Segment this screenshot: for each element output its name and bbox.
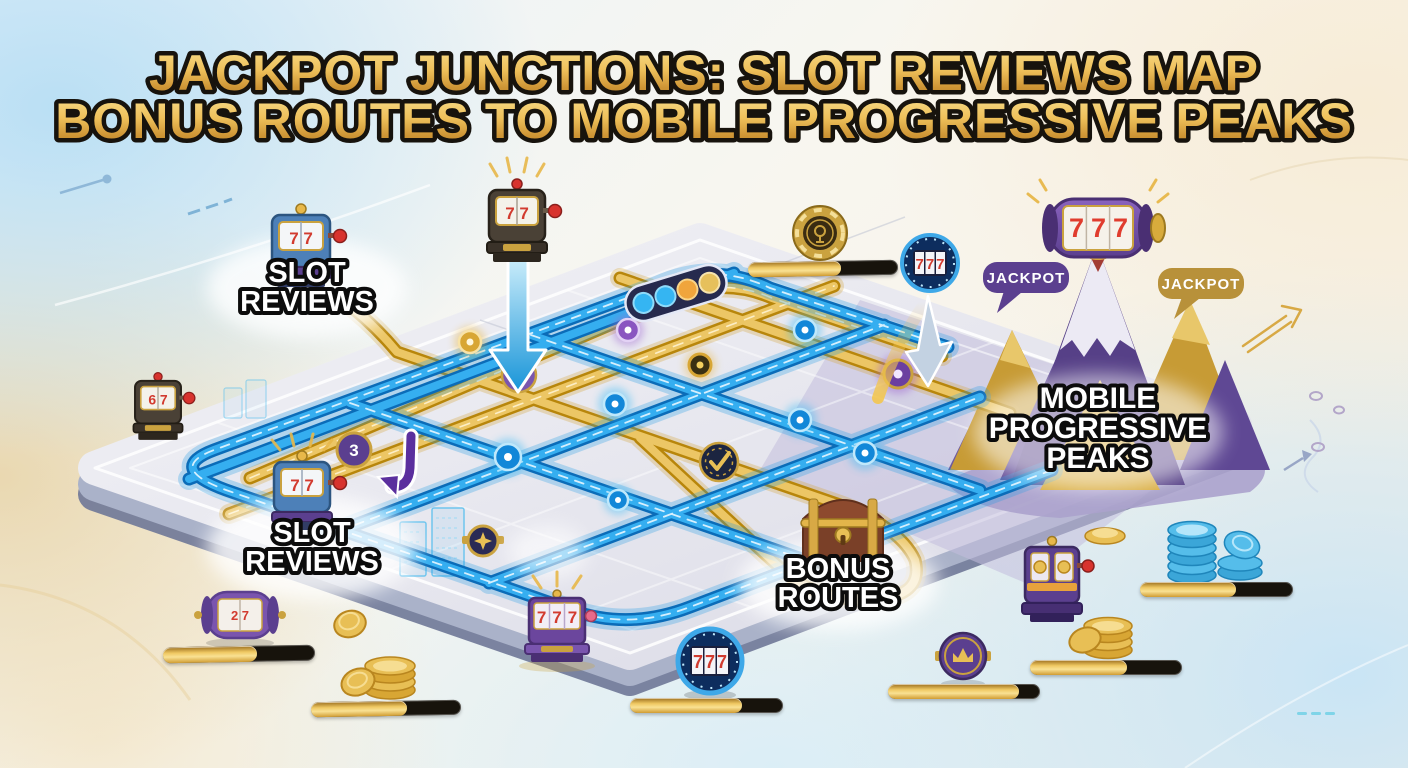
traffic-light-icon	[624, 263, 728, 323]
gold-arrow-icon	[1241, 304, 1303, 354]
progress-bar-fill	[1140, 582, 1237, 597]
badge-777-bottom-text: 777	[693, 652, 729, 672]
drum-777-text: 777	[1069, 213, 1135, 243]
badge-3-text: 3	[349, 441, 358, 460]
bonus-routes-line1: BONUS	[786, 553, 891, 585]
down-arrow-icon	[488, 254, 548, 394]
holo-buildings-icon	[223, 379, 267, 419]
reel-777-badge: 777	[675, 626, 745, 700]
jackpot-bubble-right: JACKPOT	[1158, 268, 1244, 319]
drum-digits: 2 7	[231, 608, 249, 623]
slot-digits: 6 7	[148, 392, 168, 408]
slot-machine-icon: 7 7	[270, 432, 348, 530]
check-node-icon	[698, 441, 740, 483]
falling-arrow-icon	[872, 294, 954, 404]
grey-arrow-icon	[1283, 450, 1312, 472]
slot-reviews-top-line2: REVIEWS	[240, 286, 374, 318]
progress-bar-fill	[888, 684, 1019, 699]
progress-bar-fill	[747, 260, 842, 278]
progress-bar	[1030, 660, 1182, 675]
badge-777-top-text: 777	[915, 256, 946, 273]
gold-node-icon	[454, 326, 716, 381]
blue-node-icon	[489, 313, 882, 515]
slot-machine-icon: 6 7	[132, 372, 196, 440]
j-arrow-icon	[375, 428, 419, 500]
number-3-badge: 3	[335, 431, 373, 469]
map-labels: SLOT REVIEWS SLOT REVIEWS BONUS ROUTES M…	[236, 253, 1211, 618]
slot-machine-icon: 777	[519, 570, 598, 672]
treasure-chest-icon	[800, 498, 886, 570]
progress-bar-fill	[1030, 660, 1128, 675]
label-glows	[207, 238, 1223, 630]
slot-digits: 7 7	[289, 229, 313, 248]
cyan-dashes	[1297, 712, 1335, 715]
slot-machine-icon	[1021, 535, 1095, 622]
bonus-routes-line2: ROUTES	[778, 582, 899, 614]
slot-digits: 7 7	[505, 204, 529, 223]
progress-bar	[1140, 582, 1293, 597]
progress-bar	[747, 259, 899, 278]
progress-bar	[162, 644, 316, 664]
mpp-line2: PROGRESSIVE	[989, 412, 1207, 445]
progress-bar-fill	[310, 700, 408, 718]
mpp-line3: PEAKS	[1046, 442, 1149, 475]
title-line2: BONUS ROUTES TO MOBILE PROGRESSIVE PEAKS	[55, 93, 1353, 149]
title-line1: JACKPOT JUNCTIONS: SLOT REVIEWS MAP	[149, 45, 1259, 101]
gold-coin-stack-icon	[333, 609, 416, 700]
jackpot-left-text: JACKPOT	[987, 270, 1066, 287]
progress-bar	[310, 699, 462, 718]
progress-bar	[888, 684, 1040, 699]
circuit-line	[59, 174, 112, 195]
crown-badge-icon	[935, 631, 991, 689]
jackpot-right-text: JACKPOT	[1162, 276, 1241, 293]
background-decor	[0, 156, 1408, 768]
slot-machine-icon: 7 7	[486, 156, 563, 262]
progress-bar-fill	[630, 698, 742, 713]
sparkle-node-icon	[462, 524, 504, 558]
slot-reviews-bottom-line2: REVIEWS	[245, 546, 379, 578]
reel-drum-icon: 777	[1026, 178, 1170, 272]
slot-reviews-bottom-line1: SLOT	[273, 517, 351, 549]
slot-digits: 777	[537, 608, 583, 627]
jackpot-bubble-left: JACKPOT	[983, 262, 1069, 313]
reel-drum-icon: 2 7	[194, 590, 286, 648]
gold-coin-stack-icon	[1068, 527, 1133, 660]
dashed-line	[187, 197, 233, 216]
blue-coin-stack-icon	[1167, 520, 1263, 585]
progress-bar	[630, 698, 783, 713]
progress-bar-fill	[162, 645, 258, 664]
slot-reviews-top-line1: SLOT	[268, 257, 346, 289]
reel-777-badge: 777	[900, 233, 960, 293]
slot-machine-icon: 7 7	[269, 203, 348, 287]
junction-nodes	[454, 313, 918, 558]
pebble-outlines	[1309, 391, 1345, 452]
page-title: JACKPOT JUNCTIONS: SLOT REVIEWS MAP BONU…	[51, 41, 1357, 154]
mpp-line1: MOBILE	[1040, 382, 1157, 415]
slot-digits: 7 7	[290, 476, 314, 495]
